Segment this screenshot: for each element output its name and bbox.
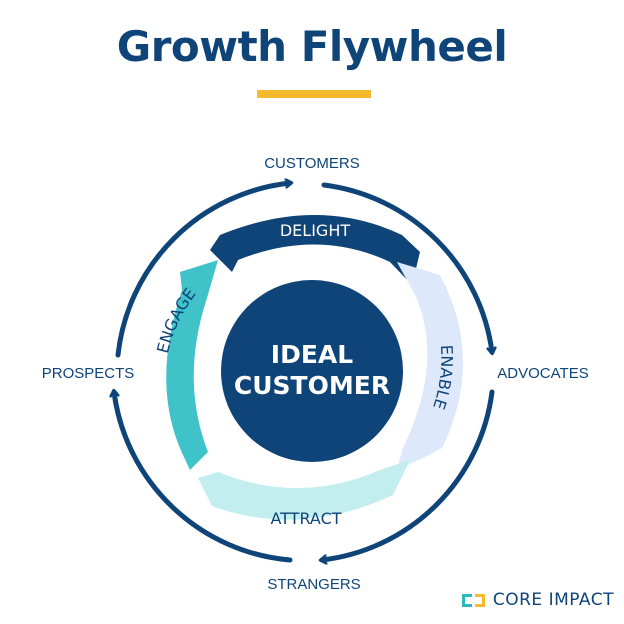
outer-label-advocates: ADVOCATES	[497, 365, 588, 382]
stage-arrow-attract	[198, 460, 410, 520]
outer-label-customers: CUSTOMERS	[264, 155, 360, 172]
stage-arrow-delight	[210, 215, 420, 285]
outer-arc-top-left	[115, 183, 290, 358]
page-title: Growth Flywheel	[116, 22, 508, 71]
core-impact-logo: CORE IMPACT	[461, 590, 614, 610]
stage-label-delight: DELIGHT	[280, 221, 350, 240]
outer-arc-bottom-left	[114, 392, 293, 563]
center-label-line2: CUSTOMER	[234, 371, 390, 400]
outer-arc-bottom-right	[322, 389, 495, 560]
center-circle	[221, 280, 403, 462]
logo-text: CORE IMPACT	[492, 590, 614, 610]
outer-label-strangers: STRANGERS	[267, 576, 360, 593]
center-label-line1: IDEAL	[271, 340, 353, 369]
stage-arrow-engage	[166, 260, 218, 470]
outer-label-prospects: PROSPECTS	[42, 365, 135, 382]
stage-arrow-enable	[397, 262, 464, 470]
stage-label-attract: ATTRACT	[270, 509, 341, 528]
bracket-logo-icon	[461, 593, 485, 607]
title-underline	[257, 90, 371, 98]
outer-arc-top-right	[321, 182, 492, 352]
